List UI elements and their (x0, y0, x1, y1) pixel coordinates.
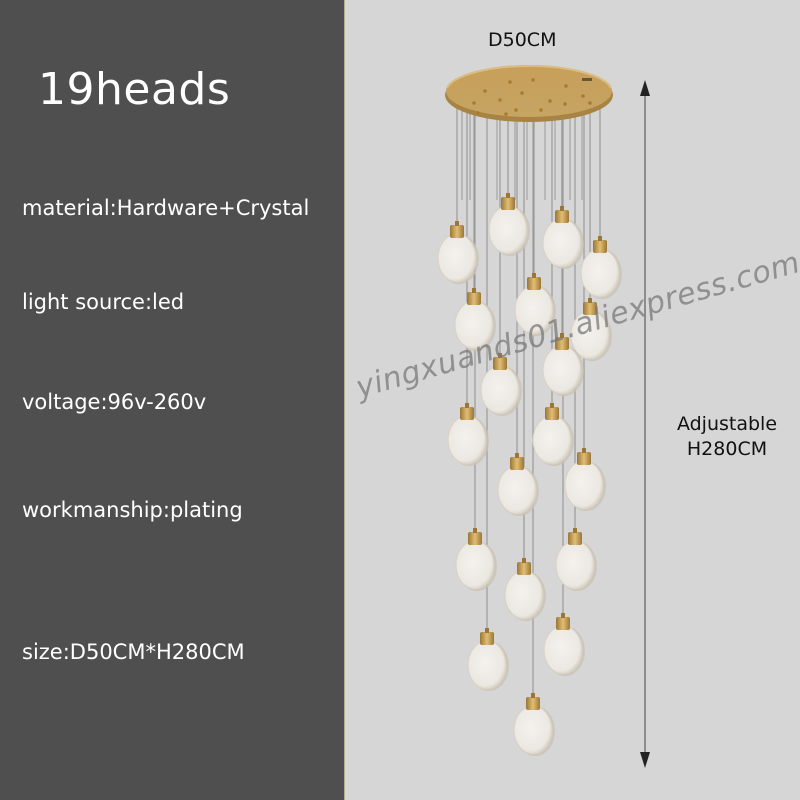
gold-cap-top (455, 221, 459, 226)
canopy-screw (504, 112, 508, 116)
crystal-disc (555, 540, 595, 590)
gold-cap (493, 357, 507, 370)
gold-cap-top (473, 528, 477, 533)
crystal-disc (437, 233, 477, 283)
gold-cap (527, 277, 541, 290)
gold-cap-top (498, 353, 502, 358)
crystal-disc (543, 625, 583, 675)
crystal-disc (564, 460, 604, 510)
crystal-disc (513, 705, 553, 755)
height-label-line2: H280CM (686, 438, 768, 460)
gold-cap-top (531, 693, 535, 698)
crystal-disc (532, 415, 572, 465)
canopy-screw (508, 80, 512, 84)
crystal-disc (504, 570, 544, 620)
spec-row: voltage:96v-260v (22, 390, 207, 414)
crystal-disc (542, 218, 582, 268)
gold-cap-top (560, 333, 564, 338)
canopy-screw (520, 91, 524, 95)
gold-cap-top (550, 403, 554, 408)
gold-cap-top (506, 193, 510, 198)
canopy-screw (548, 99, 552, 103)
height-label: Adjustable H280CM (668, 412, 786, 462)
gold-cap-top (485, 628, 489, 633)
gold-cap-top (561, 613, 565, 618)
gold-cap (501, 197, 515, 210)
gold-cap-top (560, 206, 564, 211)
canopy-highlight (446, 65, 612, 89)
arrow-up-icon (640, 80, 650, 96)
spec-row: material:Hardware+Crystal (22, 196, 310, 220)
spec-row: light source:led (22, 290, 185, 314)
crystal-disc (497, 465, 537, 515)
gold-cap-top (522, 558, 526, 563)
crystal-disc (542, 345, 582, 395)
gold-cap (480, 632, 494, 645)
gold-cap (555, 210, 569, 223)
canopy-screw (514, 108, 518, 112)
gold-cap (556, 617, 570, 630)
canopy-vent (582, 78, 592, 81)
diameter-label: D50CM (488, 29, 557, 51)
gold-cap (526, 697, 540, 710)
gold-cap (583, 302, 597, 315)
gold-cap (555, 337, 569, 350)
gold-cap (545, 407, 559, 420)
crystal-disc (480, 365, 520, 415)
spec-panel: 19heads material:Hardware+Crystal light s… (0, 0, 345, 800)
canopy-screw (483, 89, 487, 93)
crystal-disc (455, 540, 495, 590)
canopy-screw (472, 101, 476, 105)
canopy-screw (588, 101, 592, 105)
canopy-screw (531, 78, 535, 82)
gold-cap-top (573, 528, 577, 533)
canopy-screw (498, 98, 502, 102)
canopy-screw (563, 102, 567, 106)
gold-cap (467, 292, 481, 305)
canopy-screw (476, 111, 480, 115)
gold-cap (468, 532, 482, 545)
gold-cap (517, 562, 531, 575)
gold-cap (577, 452, 591, 465)
gold-cap (460, 407, 474, 420)
spec-row: size:D50CM*H280CM (22, 640, 245, 664)
crystal-disc (488, 205, 528, 255)
gold-cap-top (532, 273, 536, 278)
crystal-disc (447, 415, 487, 465)
spec-row: workmanship:plating (22, 498, 243, 522)
gold-cap (510, 457, 524, 470)
gold-cap (450, 225, 464, 238)
arrow-down-icon (640, 752, 650, 768)
canopy-screw (564, 84, 568, 88)
crystal-disc (467, 640, 507, 690)
gold-cap-top (465, 403, 469, 408)
gold-cap-top (515, 453, 519, 458)
gold-cap (593, 240, 607, 253)
gold-cap-top (472, 288, 476, 293)
gold-cap (568, 532, 582, 545)
canopy-screw (581, 94, 585, 98)
gold-cap-top (598, 236, 602, 241)
crystal-disc (580, 248, 620, 298)
product-title: 19heads (38, 64, 231, 115)
gold-cap-top (582, 448, 586, 453)
height-label-line1: Adjustable (676, 413, 778, 435)
gold-cap-top (588, 298, 592, 303)
canopy-screw (539, 108, 543, 112)
canopy (446, 65, 612, 117)
